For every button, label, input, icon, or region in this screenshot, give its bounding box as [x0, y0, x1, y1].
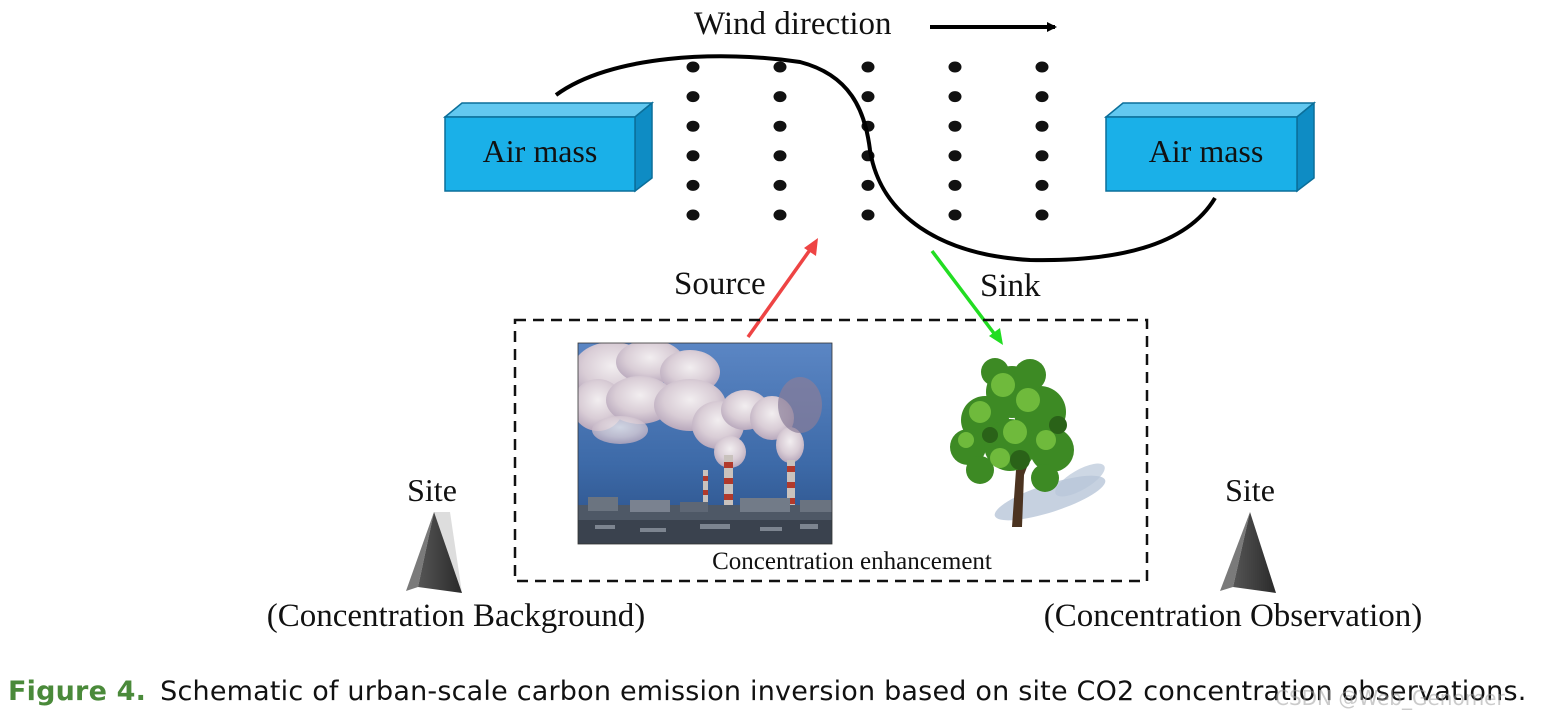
concentration-background-label: (Concentration Background)	[267, 598, 645, 634]
air-parcel-dot	[1035, 150, 1049, 162]
figure-caption-text: Schematic of urban-scale carbon emission…	[160, 676, 1527, 707]
tree-icon	[950, 358, 1106, 527]
wind-direction-label: Wind direction	[694, 6, 892, 42]
air-parcel-dot	[773, 91, 787, 103]
air-parcel-dot	[948, 120, 962, 132]
concentration-observation-label: (Concentration Observation)	[1044, 598, 1422, 634]
concentration-enhancement-region	[513, 318, 1149, 583]
air-parcel-dot	[948, 91, 962, 103]
air-parcel-dot	[861, 91, 875, 103]
pyramid-site-icon	[1220, 512, 1276, 593]
air-mass-left-label: Air mass	[483, 133, 598, 169]
source-arrowhead	[804, 238, 818, 256]
air-mass-right-label: Air mass	[1149, 133, 1264, 169]
air-parcel-dot	[686, 179, 700, 191]
figure-label: Figure 4.	[8, 676, 147, 707]
source-label: Source	[674, 266, 766, 302]
air-parcel-dot	[861, 209, 875, 221]
air-parcel-dot	[948, 179, 962, 191]
factory-smokestack-icon	[578, 343, 832, 544]
air-parcel-dot	[686, 91, 700, 103]
air-parcel-dot	[773, 120, 787, 132]
air-parcel-dot	[861, 61, 875, 73]
air-parcel-dot	[1035, 179, 1049, 191]
watermark: CSDN @Web_Genomer	[1275, 686, 1505, 710]
wind-trajectory-curve	[554, 54, 1217, 263]
air-parcel-dot	[1035, 91, 1049, 103]
air-parcel-dot	[686, 209, 700, 221]
air-parcel-dot	[686, 120, 700, 132]
air-parcel-dot	[1035, 61, 1049, 73]
air-parcel-dot	[948, 209, 962, 221]
pyramid-site-icon	[406, 512, 462, 593]
sink-arrow	[930, 249, 998, 338]
air-parcel-dot	[861, 179, 875, 191]
air-parcel-dot-field	[686, 61, 1049, 221]
site-right-label: Site	[1225, 472, 1275, 508]
air-parcel-dot	[1035, 209, 1049, 221]
site-left-label: Site	[407, 472, 457, 508]
air-parcel-dot	[773, 209, 787, 221]
concentration-enhancement-label: Concentration enhancement	[712, 548, 992, 575]
air-mass-left: Air mass	[442, 101, 655, 193]
air-parcel-dot	[773, 150, 787, 162]
air-parcel-dot	[948, 150, 962, 162]
air-parcel-dot	[686, 61, 700, 73]
sink-arrowhead	[989, 328, 1003, 345]
air-parcel-dot	[773, 61, 787, 73]
air-parcel-dot	[1035, 120, 1049, 132]
air-parcel-dot	[948, 61, 962, 73]
sink-label: Sink	[980, 268, 1041, 304]
figure-caption: Figure 4. Schematic of urban-scale carbon…	[8, 676, 1558, 707]
source-arrow	[746, 245, 814, 339]
air-mass-right: Air mass	[1103, 101, 1317, 193]
air-parcel-dot	[773, 179, 787, 191]
air-parcel-dot	[686, 150, 700, 162]
